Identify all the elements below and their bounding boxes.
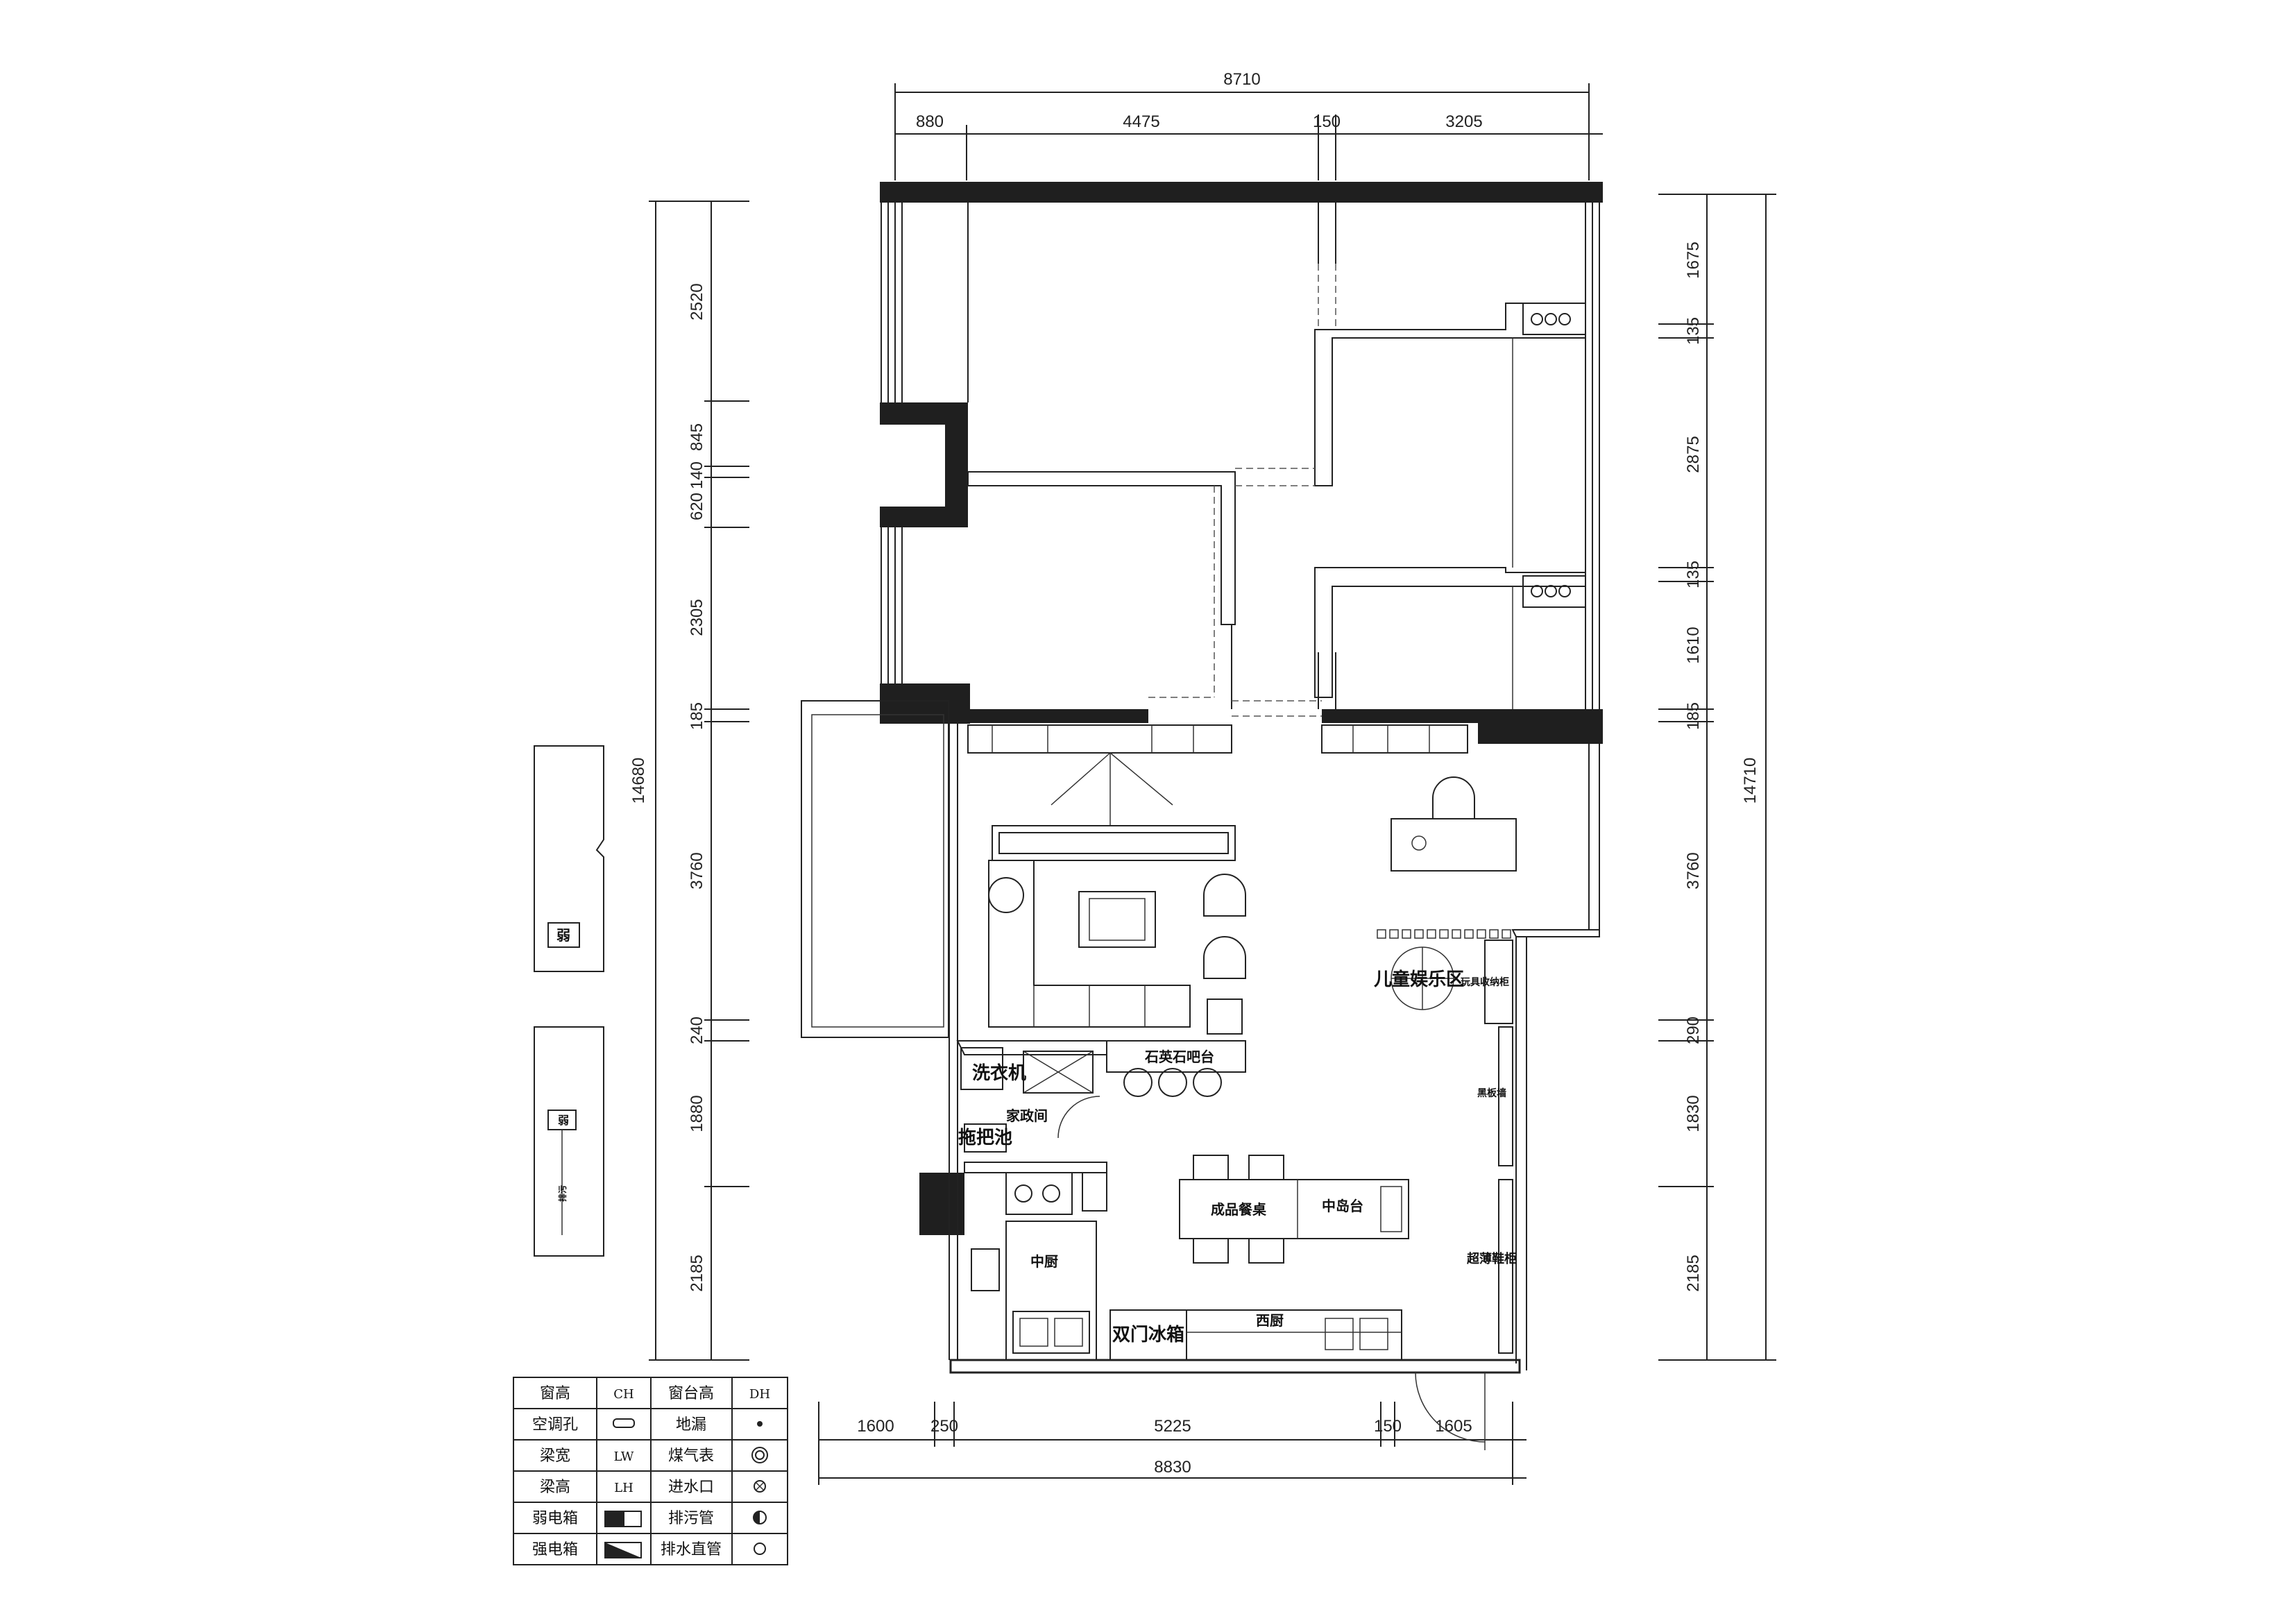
legend-floor-drain: 地漏 xyxy=(676,1416,706,1434)
bottom-total-dim: 8830 xyxy=(1154,1458,1191,1477)
ac-units xyxy=(1522,303,1586,608)
shoe-cabinet-label: 超薄鞋柜 xyxy=(1467,1251,1517,1266)
bottom-dim-2: 250 xyxy=(930,1417,958,1436)
top-total-dim: 8710 xyxy=(1223,70,1260,89)
top-dim-3: 150 xyxy=(1313,112,1341,131)
left-dimension-chain: 14680 2520 845 140 620 2305 185 3760 240… xyxy=(629,201,749,1361)
legend-sill-height: 窗台高 xyxy=(668,1385,714,1402)
vertical-note: 排污 xyxy=(557,1185,568,1202)
left-dim-2: 845 xyxy=(688,423,706,451)
toy-blocks-row xyxy=(1377,929,1511,939)
bar-counter: 石英石吧台 xyxy=(1106,1040,1246,1097)
legend-drain-pipe: 排水直管 xyxy=(661,1541,722,1558)
left-dim-4: 620 xyxy=(688,493,706,520)
legend-gas-meter: 煤气表 xyxy=(668,1447,714,1465)
laundry-room: 洗衣机 家政间 拖把池 xyxy=(956,1040,1107,1153)
right-dim-4: 135 xyxy=(1684,561,1703,588)
left-dim-6: 185 xyxy=(688,702,706,730)
legend-strong-box: 强电箱 xyxy=(532,1541,578,1558)
side-detail-1: 弱 xyxy=(534,745,604,972)
left-dim-9: 1880 xyxy=(688,1095,706,1132)
right-dim-5: 1610 xyxy=(1684,627,1703,663)
legend-ac-hole: 空调孔 xyxy=(532,1416,578,1434)
display-cabinet-label: 黑板墙 xyxy=(1477,1087,1506,1099)
right-dim-9: 1830 xyxy=(1684,1095,1703,1132)
sofa-set xyxy=(988,825,1246,1035)
legend-ch-code: CH xyxy=(613,1387,633,1402)
legend-beam-height: 梁高 xyxy=(540,1479,570,1496)
right-dim-7: 3760 xyxy=(1684,852,1703,889)
kids-play-area: 儿童娱乐区 玩具收纳柜 黑板墙 超薄鞋柜 xyxy=(1374,776,1517,1354)
drain-pipe-icon xyxy=(754,1543,766,1555)
top-dimension-chain: 8710 880 4475 150 3205 xyxy=(894,70,1603,180)
right-dim-10: 2185 xyxy=(1684,1255,1703,1291)
western-kitchen-label: 西厨 xyxy=(1256,1312,1284,1329)
floor-drain-icon xyxy=(757,1421,763,1427)
mop-pool-label: 拖把池 xyxy=(958,1128,1012,1148)
dining-area: 成品餐桌 中岛台 xyxy=(1179,1155,1409,1264)
bottom-dim-4: 150 xyxy=(1374,1417,1402,1436)
ac-hole-icon xyxy=(613,1418,635,1428)
gas-meter-icon xyxy=(751,1447,768,1463)
side-detail-2: 弱 排污 xyxy=(534,1026,604,1257)
left-dim-1: 2520 xyxy=(688,283,706,320)
dining-table-label: 成品餐桌 xyxy=(1211,1201,1267,1218)
fridge-label: 双门冰箱 xyxy=(1112,1324,1184,1345)
legend-sewage-pipe: 排污管 xyxy=(668,1510,714,1527)
sewage-pipe-icon xyxy=(753,1511,767,1524)
right-dim-3: 2875 xyxy=(1684,436,1703,473)
weak-box-icon xyxy=(604,1511,642,1527)
chinese-kitchen: 中厨 xyxy=(964,1162,1107,1361)
left-dim-8: 240 xyxy=(688,1017,706,1044)
kids-play-label: 儿童娱乐区 xyxy=(1374,969,1464,990)
legend-table: 窗高 CH 窗台高 DH 空调孔 地漏 梁宽 LW 煤气表 梁高 LH 进水口 … xyxy=(513,1377,788,1565)
weak-box-label: 弱 xyxy=(556,927,570,944)
right-dim-6: 185 xyxy=(1684,702,1703,730)
top-dim-4: 3205 xyxy=(1445,112,1482,131)
top-dim-2: 4475 xyxy=(1123,112,1159,131)
right-dim-2: 135 xyxy=(1684,317,1703,345)
top-dim-1: 880 xyxy=(916,112,944,131)
legend-beam-width: 梁宽 xyxy=(540,1447,570,1465)
laundry-label: 家政间 xyxy=(1006,1107,1048,1124)
structural-walls xyxy=(880,182,1603,1374)
water-inlet-icon xyxy=(754,1480,766,1493)
left-dim-5: 2305 xyxy=(688,599,706,636)
left-dim-3: 140 xyxy=(688,461,706,489)
right-dimension-chain: 14710 1675 135 2875 135 1610 185 3760 29… xyxy=(1658,194,1776,1361)
strong-box-icon xyxy=(604,1542,642,1558)
weak-box-label-2: 弱 xyxy=(558,1114,569,1127)
tv-cabinet xyxy=(967,724,1468,826)
right-total-dim: 14710 xyxy=(1741,758,1760,804)
legend-lw-code: LW xyxy=(614,1450,634,1464)
bottom-dimension-chain: 1600 250 5225 150 1605 8830 xyxy=(818,1402,1527,1485)
island-label: 中岛台 xyxy=(1322,1198,1363,1214)
washer-label: 洗衣机 xyxy=(972,1062,1026,1084)
left-dim-7: 3760 xyxy=(688,852,706,889)
outline-walls xyxy=(801,203,1600,1450)
left-total-dim: 14680 xyxy=(629,758,648,804)
legend-weak-box: 弱电箱 xyxy=(532,1510,578,1527)
right-dim-8: 290 xyxy=(1684,1017,1703,1044)
chinese-kitchen-label: 中厨 xyxy=(1030,1253,1058,1270)
bottom-dim-3: 5225 xyxy=(1154,1417,1191,1436)
right-dim-1: 1675 xyxy=(1684,241,1703,278)
legend-dh-code: DH xyxy=(749,1387,770,1402)
western-kitchen: 双门冰箱 西厨 xyxy=(1109,1309,1402,1361)
legend-lh-code: LH xyxy=(614,1481,633,1495)
legend-window-height: 窗高 xyxy=(540,1385,570,1402)
quartz-bar-label: 石英石吧台 xyxy=(1144,1048,1214,1065)
bottom-dim-1: 1600 xyxy=(857,1417,894,1436)
left-dim-10: 2185 xyxy=(688,1255,706,1291)
legend-water-inlet: 进水口 xyxy=(668,1479,714,1496)
